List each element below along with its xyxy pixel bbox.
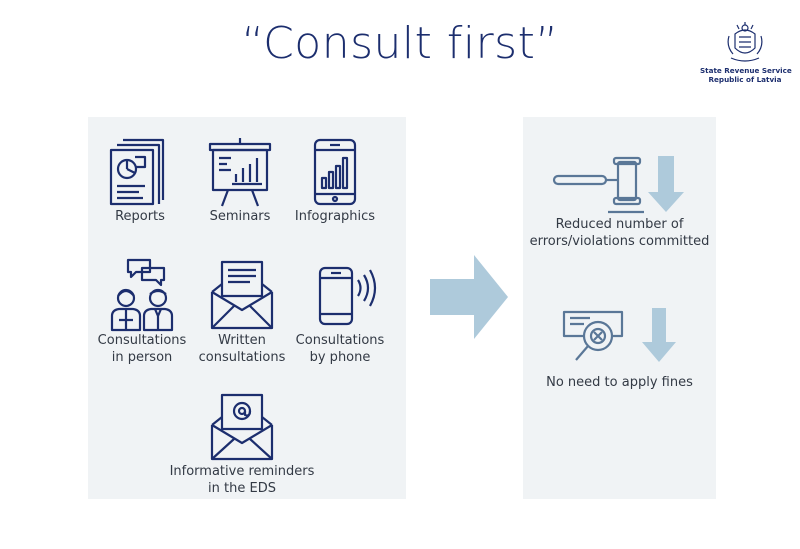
channel-reports-label: Reports <box>115 209 165 224</box>
outcome-no-fines: No need to apply fines <box>523 306 716 391</box>
channel-reports: Reports <box>95 136 185 225</box>
seminar-board-icon <box>208 138 272 207</box>
channel-in-person: Consultations in person <box>92 258 192 366</box>
coat-of-arms-icon <box>727 22 763 62</box>
channel-eds-label-2: in the EDS <box>208 481 276 496</box>
channel-in-person-label-2: in person <box>111 350 173 365</box>
channel-written-label-2: consultations <box>198 350 286 365</box>
channel-written-label-1: Written <box>218 333 266 348</box>
reports-icon <box>109 138 165 206</box>
channel-seminars: Seminars <box>195 136 285 225</box>
channel-infographics: Infographics <box>290 136 380 225</box>
fine-magnifier-down-icon <box>562 308 676 362</box>
envelope-letter-icon <box>210 260 274 330</box>
phone-chart-icon <box>313 138 357 206</box>
slide-title: “Consult first” <box>241 18 559 69</box>
phone-call-icon <box>318 266 377 326</box>
outcome-reduced-errors: Reduced number of errors/violations comm… <box>523 152 716 250</box>
channel-phone-label-1: Consultations <box>295 333 385 348</box>
channel-phone-label-2: by phone <box>309 350 371 365</box>
channel-eds-reminders: Informative reminders in the EDS <box>167 391 317 497</box>
outcomes-panel <box>523 117 716 499</box>
result-arrow-icon <box>430 255 508 343</box>
channel-seminars-label: Seminars <box>209 209 271 224</box>
gavel-down-icon <box>552 156 684 214</box>
channel-infographics-label: Infographics <box>294 209 376 224</box>
outcome-no-fines-label: No need to apply fines <box>546 375 693 390</box>
srs-logo: State Revenue Service Republic of Latvia <box>700 20 792 84</box>
channel-eds-label-1: Informative reminders <box>169 464 315 479</box>
logo-line-1: State Revenue Service <box>700 66 792 75</box>
channel-written: Written consultations <box>192 258 292 366</box>
outcome-reduced-errors-label-1: Reduced number of <box>555 217 684 232</box>
outcome-reduced-errors-label-2: errors/violations committed <box>529 234 710 249</box>
people-chat-icon <box>110 258 174 332</box>
email-envelope-icon <box>210 393 274 461</box>
logo-line-2: Republic of Latvia <box>708 75 782 84</box>
channel-phone: Consultations by phone <box>290 258 390 366</box>
channel-in-person-label-1: Consultations <box>97 333 187 348</box>
